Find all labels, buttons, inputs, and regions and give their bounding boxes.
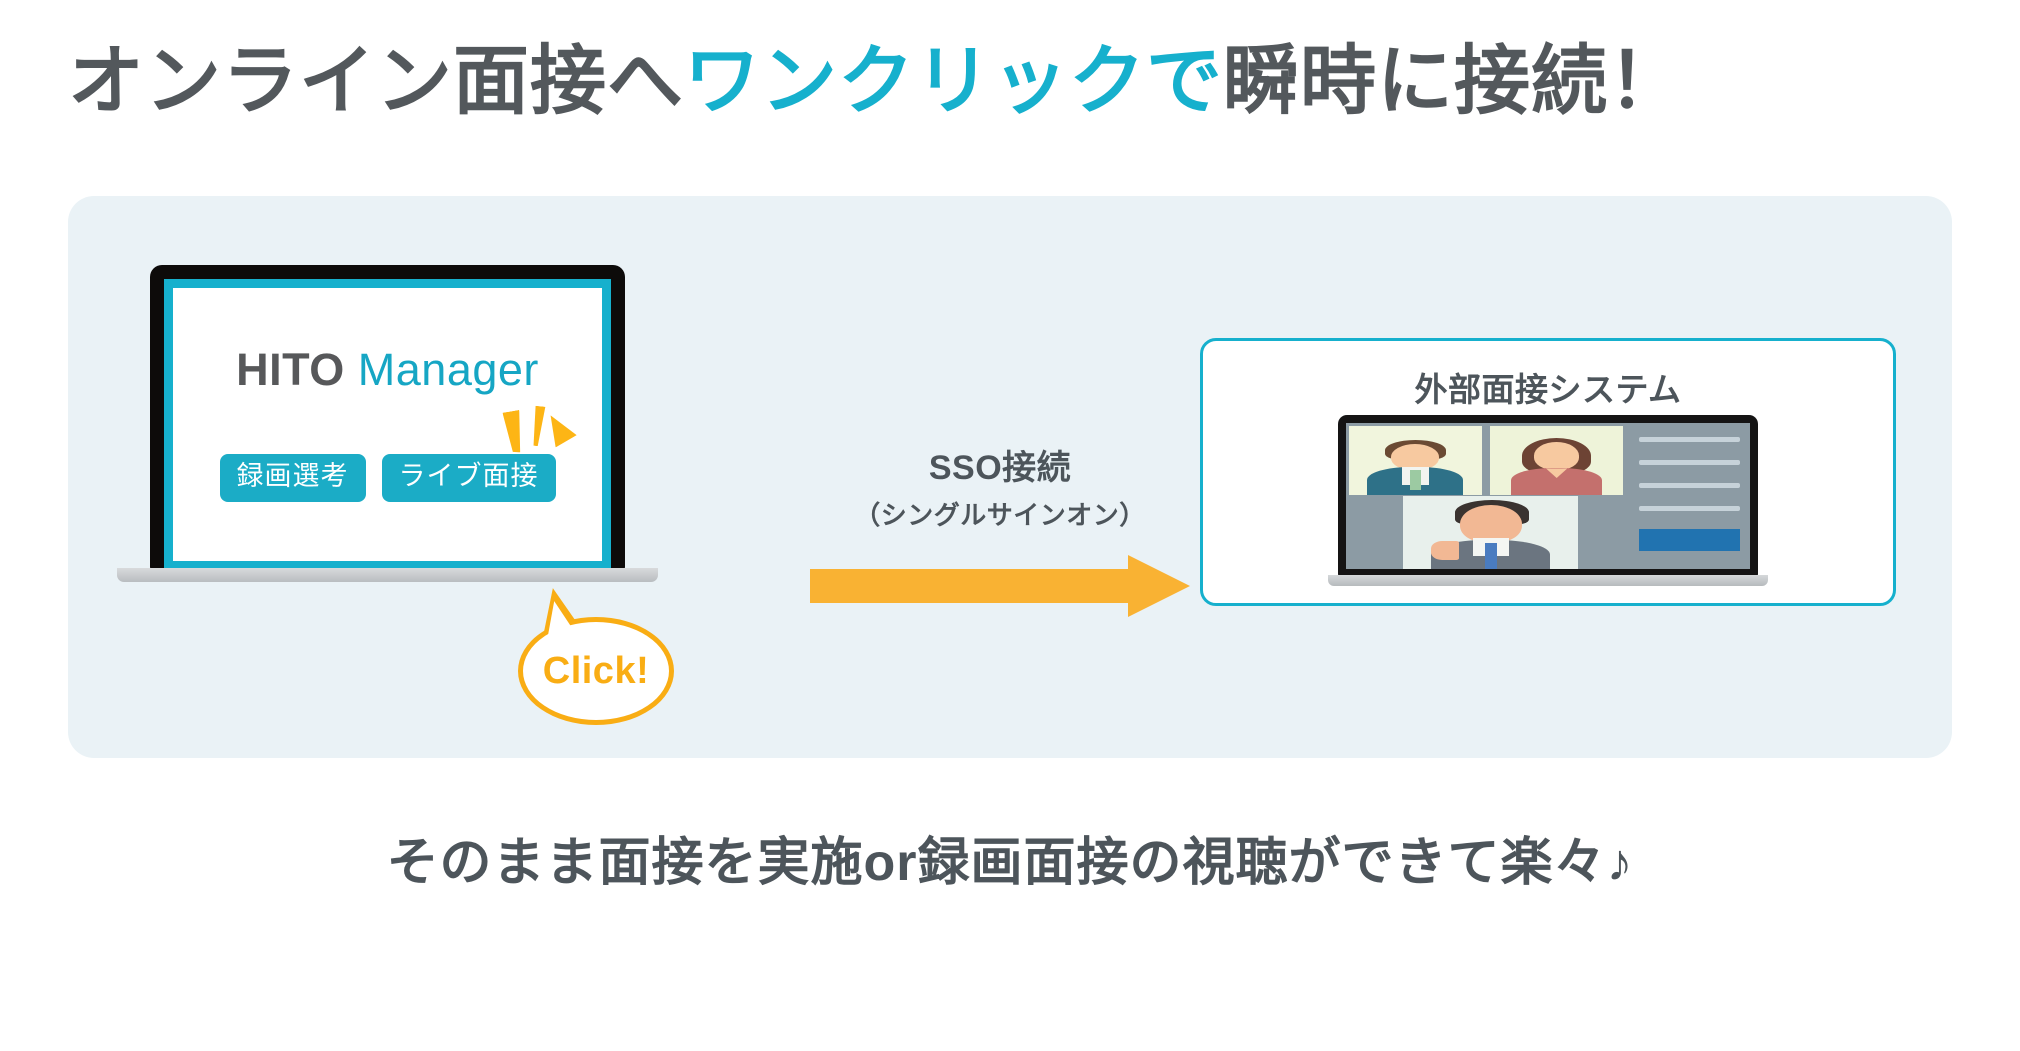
video-conference-laptop — [1328, 415, 1768, 595]
sidebar-row — [1638, 437, 1740, 442]
headline-part-3: 瞬時に接続！ — [1223, 39, 1685, 124]
sso-title: SSO接続 — [928, 449, 1072, 487]
click-bubble-label: Click! — [542, 649, 650, 692]
video-laptop-base — [1328, 575, 1768, 586]
external-system-title: 外部面接システム — [1414, 371, 1682, 408]
headline-part-2: ワンクリックで — [684, 39, 1223, 124]
video-tile-participant-2 — [1490, 425, 1624, 495]
brand-primary: HITO — [236, 344, 345, 395]
sidebar-row — [1638, 460, 1740, 465]
sidebar-row — [1638, 483, 1740, 488]
bottom-caption: そのまま面接を実施or録画面接の視聴ができて楽々♪ — [386, 834, 1634, 892]
chip-recorded-screening[interactable]: 録画選考 — [219, 454, 366, 503]
sidebar-row — [1638, 506, 1740, 511]
sparkle-icon — [503, 408, 573, 458]
sidebar-primary-button[interactable] — [1638, 529, 1740, 551]
sso-subtitle: （シングルサインオン） — [854, 500, 1146, 530]
connection-arrow-icon — [810, 555, 1210, 617]
hito-manager-logo: HITO Manager — [173, 344, 602, 396]
laptop-base — [117, 568, 658, 582]
action-chip-row: 録画選考 ライブ面接 — [173, 454, 602, 503]
page-headline: オンライン面接へワンクリックで瞬時に接続！ — [68, 38, 1685, 125]
click-bubble: Click! — [518, 617, 674, 725]
video-tile-grid — [1346, 423, 1629, 569]
brand-secondary: Manager — [357, 344, 539, 395]
headline-part-1: オンライン面接へ — [68, 39, 684, 124]
external-system-card: 外部面接システム — [1200, 338, 1896, 606]
sso-label: SSO接続 （シングルサインオン） — [800, 440, 1200, 532]
video-sidebar — [1629, 423, 1750, 569]
video-tile-participant-1 — [1348, 425, 1482, 495]
video-tile-main-speaker — [1402, 496, 1578, 569]
chip-live-interview[interactable]: ライブ面接 — [381, 454, 556, 503]
video-laptop-lid — [1338, 415, 1758, 577]
laptop-screen: HITO Manager 録画選考 ライブ面接 — [164, 279, 611, 570]
laptop-lid: HITO Manager 録画選考 ライブ面接 — [150, 265, 625, 570]
video-conference-screen — [1346, 423, 1750, 569]
hito-manager-laptop: HITO Manager 録画選考 ライブ面接 — [117, 265, 658, 595]
